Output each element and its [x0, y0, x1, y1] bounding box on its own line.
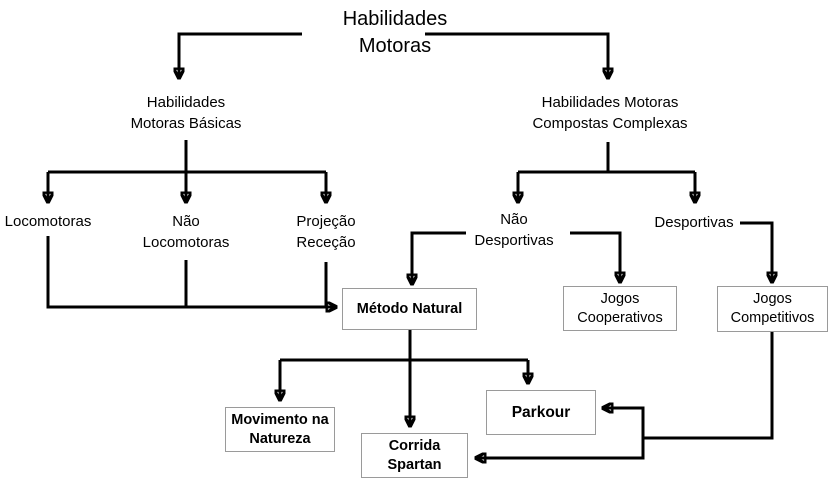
node-title: Habilidades Motoras	[295, 6, 495, 60]
node-jogos-competitivos: Jogos Competitivos	[717, 286, 828, 332]
edge-title-compostas	[425, 32, 608, 78]
node-locomotoras: Locomotoras	[0, 211, 104, 232]
node-compostas-label: Habilidades Motoras Compostas Complexas	[532, 94, 688, 132]
node-movimento-natureza: Movimento na Natureza	[225, 407, 335, 452]
edge-locomotoras-metodo	[46, 236, 336, 307]
node-desportivas-label: Desportivas	[654, 214, 734, 231]
node-jogos-cooperativos: Jogos Cooperativos	[563, 286, 677, 331]
node-projecao-rececao: Projeção Receção	[271, 211, 381, 253]
edge-competitivos-parkour	[603, 332, 774, 440]
node-habilidades-motoras-compostas: Habilidades Motoras Compostas Complexas	[498, 92, 722, 134]
node-jogos-competitivos-label: Jogos Competitivos	[730, 291, 815, 326]
edge-naodesportivas-cooperativos	[570, 231, 620, 282]
node-corrida-spartan-label: Corrida Spartan	[387, 437, 442, 473]
edge-desportivas-competitivos	[740, 221, 772, 282]
edge-title-basicas	[179, 32, 302, 78]
node-nao-locomotoras-label: Não Locomotoras	[142, 213, 230, 251]
node-metodo-natural-label: Método Natural	[356, 300, 463, 317]
node-basicas-label: Habilidades Motoras Básicas	[130, 94, 242, 132]
node-desportivas: Desportivas	[639, 212, 749, 233]
node-projecao-rececao-label: Projeção Receção	[296, 213, 356, 251]
node-parkour: Parkour	[486, 390, 596, 435]
node-parkour-label: Parkour	[511, 404, 571, 421]
node-nao-desportivas: Não Desportivas	[458, 209, 570, 251]
node-metodo-natural: Método Natural	[342, 288, 477, 330]
node-habilidades-motoras-basicas: Habilidades Motoras Básicas	[106, 92, 266, 134]
node-nao-desportivas-label: Não Desportivas	[474, 211, 554, 249]
edge-competitivos-corrida	[476, 438, 645, 458]
node-locomotoras-label: Locomotoras	[4, 213, 92, 230]
node-movimento-natureza-label: Movimento na Natureza	[231, 411, 329, 447]
node-corrida-spartan: Corrida Spartan	[361, 433, 468, 478]
node-jogos-cooperativos-label: Jogos Cooperativos	[577, 290, 663, 326]
node-title-label: Habilidades Motoras	[342, 8, 448, 57]
node-nao-locomotoras: Não Locomotoras	[126, 211, 246, 253]
edge-naodesportivas-metodo	[412, 231, 466, 284]
